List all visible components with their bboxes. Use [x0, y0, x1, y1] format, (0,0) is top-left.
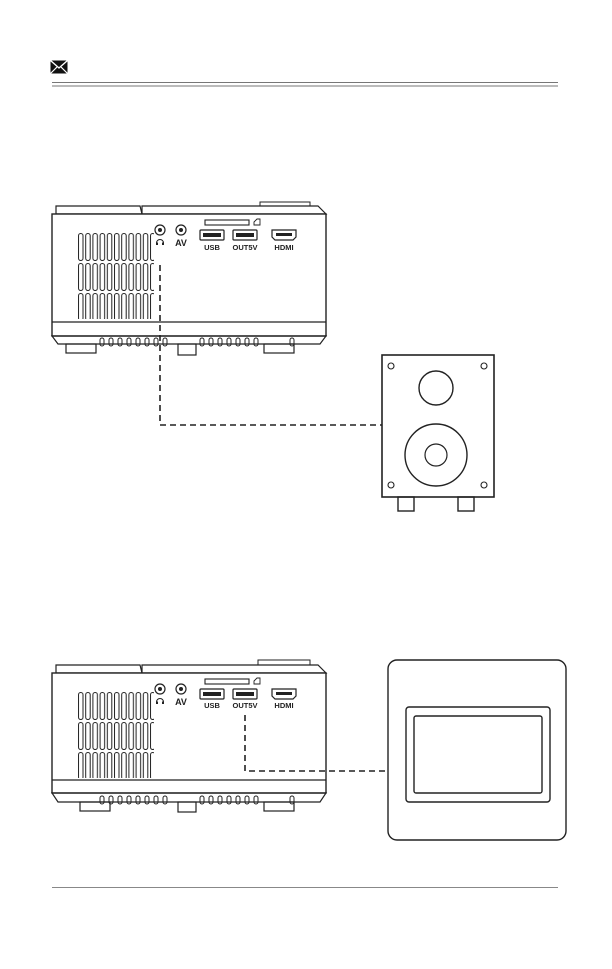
display-device — [388, 660, 566, 840]
hdmi-label: HDMI — [274, 701, 293, 710]
projector-2: AV USB OUT5V HDMI — [52, 660, 326, 812]
speaker-foot — [458, 497, 474, 511]
usb-label: USB — [204, 701, 220, 710]
hdmi-label: HDMI — [274, 243, 293, 252]
bottom-vents — [100, 796, 294, 804]
bottom-vents — [100, 338, 294, 346]
vent-grille — [78, 233, 154, 319]
usb-label: USB — [204, 243, 220, 252]
out5v-label: OUT5V — [232, 243, 257, 252]
foot — [178, 802, 196, 812]
vent-grille — [78, 692, 154, 778]
speaker — [382, 355, 494, 511]
projector-1: AV USB OUT5V HDMI — [52, 202, 326, 355]
foot — [80, 802, 110, 811]
out5v-label: OUT5V — [232, 701, 257, 710]
foot — [264, 344, 294, 353]
foot — [264, 802, 294, 811]
av-label: AV — [175, 697, 187, 707]
footer-rule — [52, 887, 558, 888]
av-label: AV — [175, 238, 187, 248]
foot — [66, 344, 96, 353]
foot — [178, 344, 196, 355]
speaker-foot — [398, 497, 414, 511]
